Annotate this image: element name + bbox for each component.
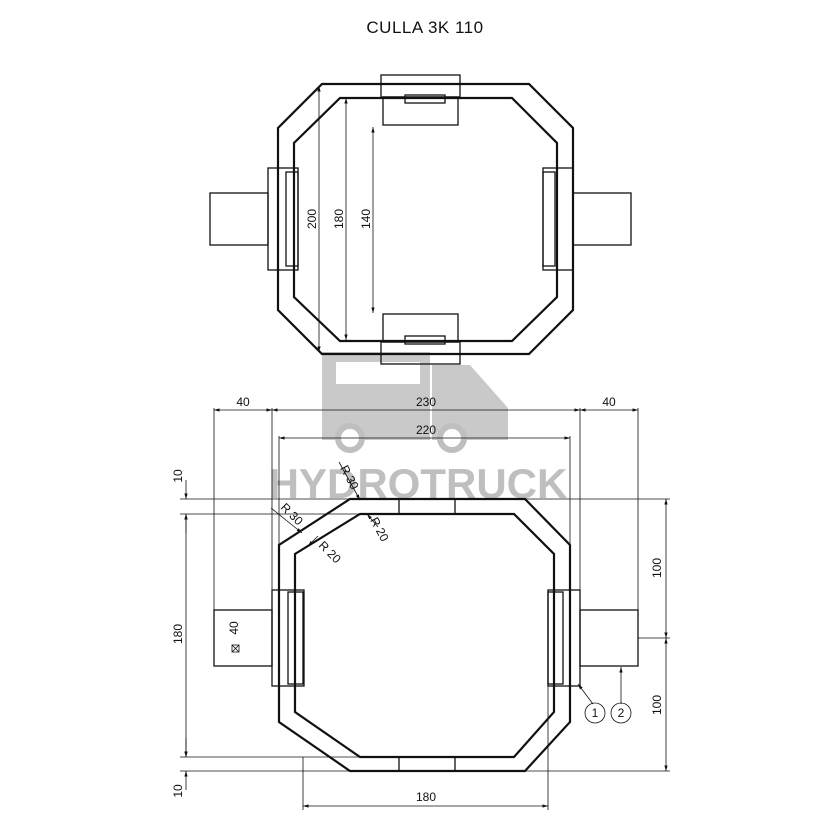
dim-40-right: 40: [602, 395, 616, 409]
top-lug-plate: [380, 74, 461, 98]
top-lug-slot: [404, 94, 446, 104]
top-view: 200 180 140: [209, 74, 632, 365]
dim-230: 230: [416, 395, 436, 409]
right-pin: [579, 609, 639, 667]
drawing-title: CULLA 3K 110: [366, 18, 484, 37]
dim-180-bottom: 180: [416, 790, 436, 804]
left-pin: [209, 192, 269, 246]
bottom-view: 40 40 230 40 220 180 10 180: [171, 395, 670, 810]
dim-140: 140: [359, 209, 373, 229]
dim-10-bottom: 10: [171, 784, 185, 798]
bottom-lug-plate: [380, 341, 461, 365]
bottom-lug-slot: [404, 335, 446, 345]
left-pad: [285, 171, 299, 267]
dim-180-left: 180: [171, 624, 185, 644]
dim-100-lower: 100: [650, 695, 664, 715]
callout-circle-1: [584, 702, 606, 724]
left-pin: [213, 609, 273, 667]
frame-outer: [276, 82, 575, 356]
dim-10-top: 10: [171, 469, 185, 483]
right-side-plate: [547, 589, 581, 687]
dim-220: 220: [416, 423, 436, 437]
dim-180: 180: [332, 209, 346, 229]
square-section-icon: [231, 644, 240, 653]
frame-inner: [292, 96, 559, 343]
frame-inner: [293, 512, 556, 759]
left-pad: [287, 591, 304, 685]
callout-2: 2: [618, 706, 625, 720]
radius-r20-inner: R 20: [316, 538, 344, 566]
dim-40-left: 40: [236, 395, 250, 409]
dim-200: 200: [305, 209, 319, 229]
right-pad: [542, 171, 556, 267]
top-lug-block: [382, 96, 459, 126]
callout-circle-2: [610, 702, 632, 724]
dim-100-upper: 100: [650, 558, 664, 578]
callout-1: 1: [592, 706, 599, 720]
bottom-lug-block: [382, 313, 459, 343]
dim-pin-40: 40: [227, 621, 241, 635]
right-pad: [547, 591, 564, 685]
radius-r20-outer: R 20: [367, 515, 391, 544]
right-pin: [572, 192, 632, 246]
